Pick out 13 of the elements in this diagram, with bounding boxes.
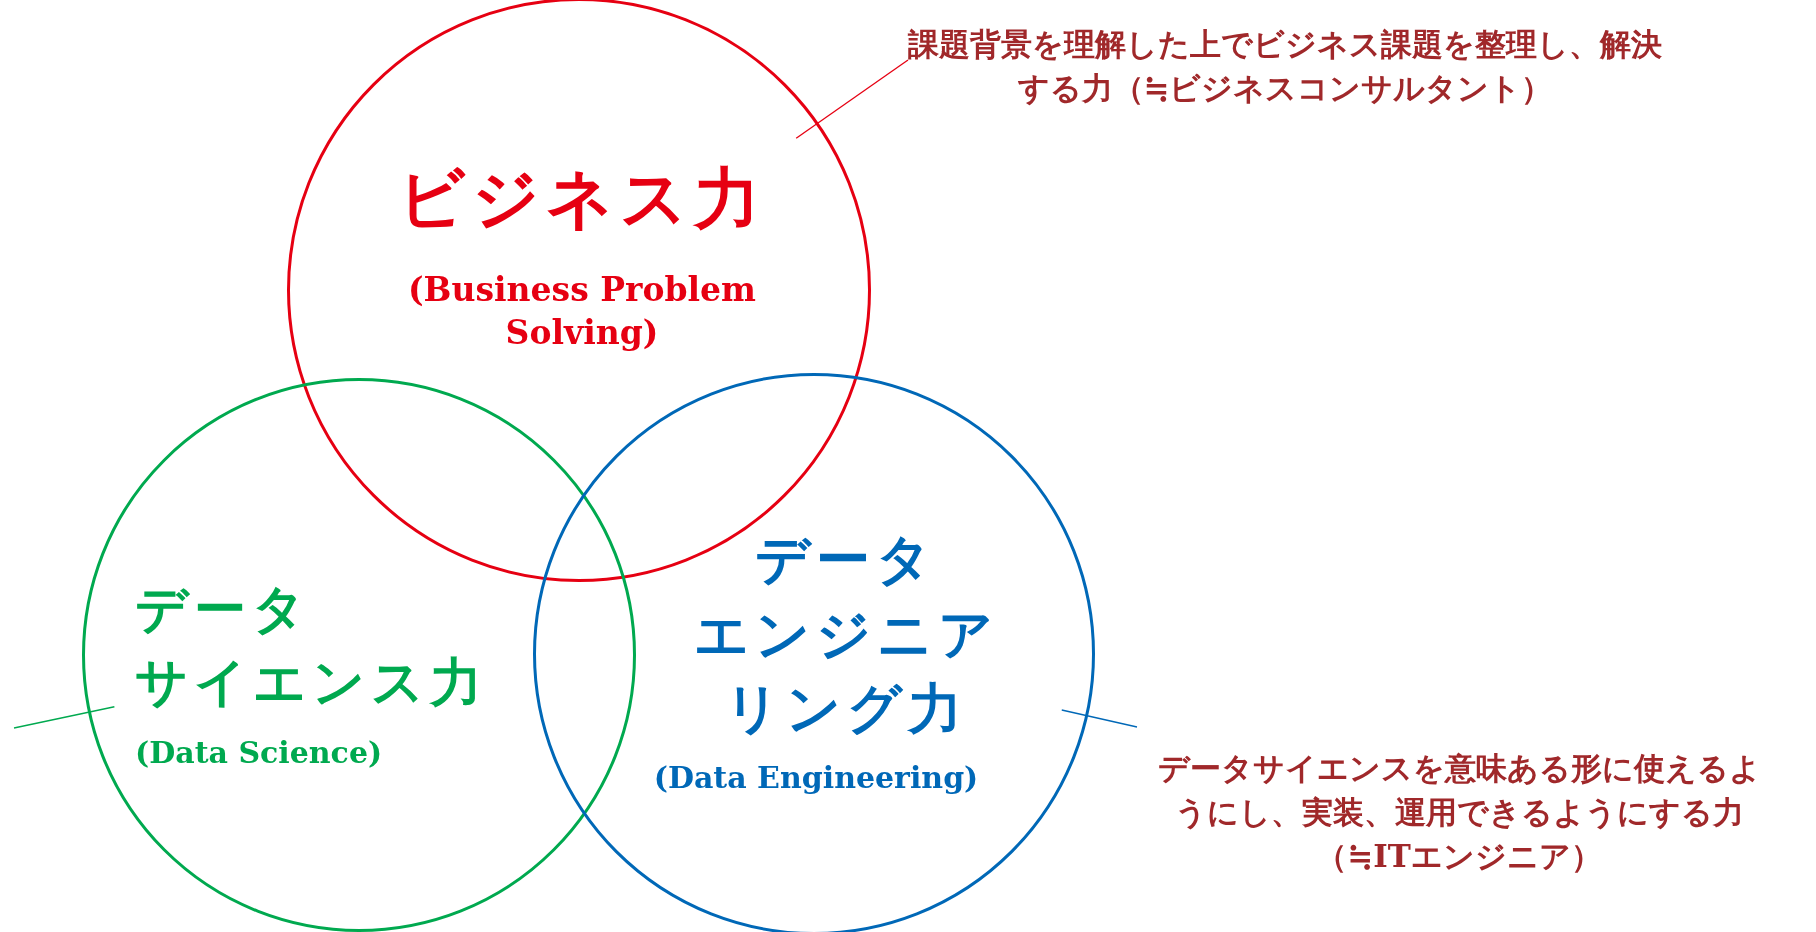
- description-text: 課題背景を理解した上でビジネス課題を整理し、解決する力（≒ビジネスコンサルタント）: [902, 22, 1668, 111]
- circle-title: ビジネス力: [397, 159, 767, 239]
- circle-subtitle: (Data Science): [135, 734, 384, 772]
- leader-line: [1061, 709, 1138, 728]
- circle-title: データサイエンス力: [135, 577, 489, 714]
- circle-subtitle: (Business Problem Solving): [407, 269, 757, 354]
- venn-circle: [533, 373, 1095, 932]
- leader-line: [795, 59, 909, 139]
- venn-circle: [82, 378, 636, 932]
- circle-subtitle: (Data Engineering): [652, 759, 980, 797]
- description-text: データサイエンスを意味ある形に使えるようにし、実装、運用できるようにする力（≒ITエンジニア）: [1135, 725, 1763, 879]
- circle-title: データエンジニアリング力: [692, 526, 1000, 743]
- leader-line: [13, 706, 116, 729]
